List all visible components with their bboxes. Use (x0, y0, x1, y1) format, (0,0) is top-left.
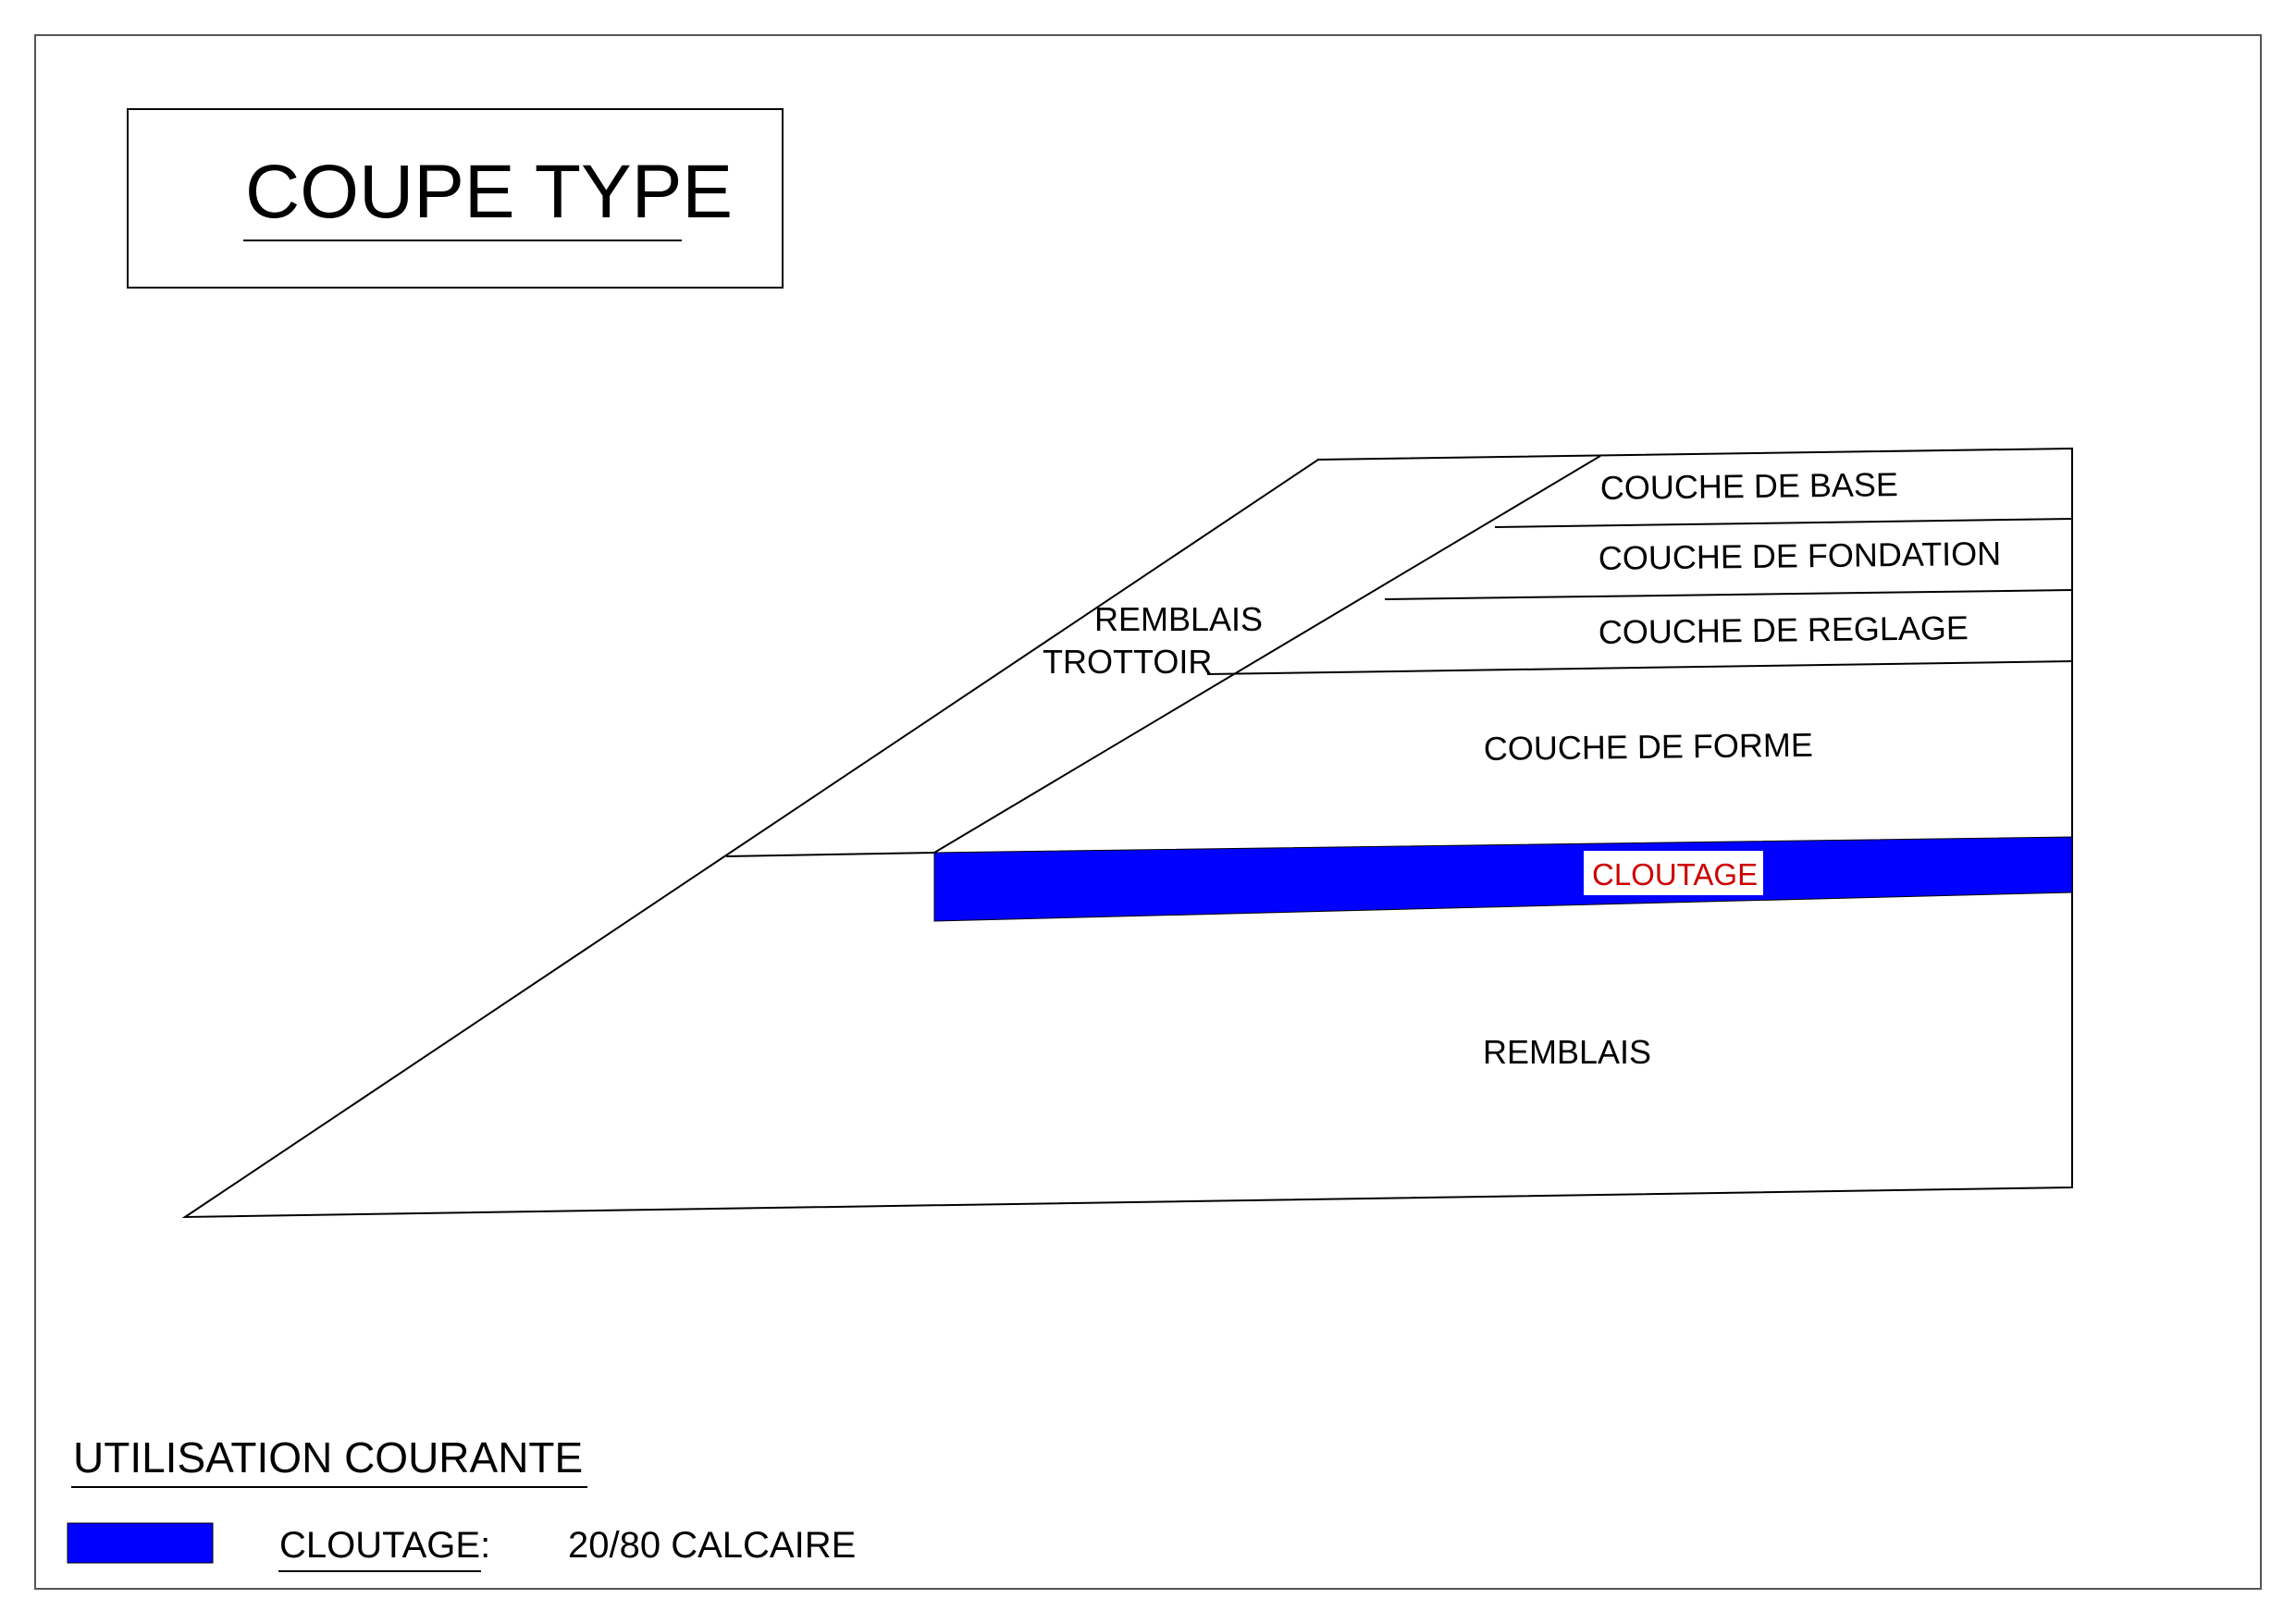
couche-de-forme-label: COUCHE DE FORME (1484, 726, 1813, 768)
cloutage-label: CLOUTAGE (1592, 857, 1758, 891)
legend-heading: UTILISATION COURANTE (73, 1433, 583, 1482)
fondation-reglage-line (1384, 589, 2073, 600)
title-box (127, 108, 784, 289)
reglage-forme-line (1206, 660, 2073, 675)
remblais-label: REMBLAIS (1483, 1033, 1651, 1071)
legend-item-value: 20/80 CALCAIRE (568, 1525, 856, 1566)
couche-de-base-label: COUCHE DE BASE (1600, 465, 1899, 507)
page-title: COUPE TYPE (245, 150, 733, 234)
cloutage-label-box (1584, 851, 1763, 895)
remblais-trottoir-label-line1: REMBLAIS (1094, 600, 1263, 638)
couche-de-reglage-label: COUCHE DE REGLAGE (1599, 609, 1969, 651)
trottoir-slope-line (933, 455, 1601, 854)
legend-item-label: CLOUTAGE: (279, 1525, 490, 1566)
cloutage-layer (933, 836, 2073, 922)
remblais-trottoir-label-line2: TROTTOIR (1043, 643, 1212, 681)
sheet-border (34, 34, 2262, 1590)
couche-de-fondation-label: COUCHE DE FONDATION (1599, 535, 2002, 577)
berm-step-line (725, 852, 935, 857)
section-outline (181, 447, 2073, 1219)
base-fondation-line (1494, 518, 2073, 528)
cloutage-legend-swatch (67, 1522, 214, 1564)
